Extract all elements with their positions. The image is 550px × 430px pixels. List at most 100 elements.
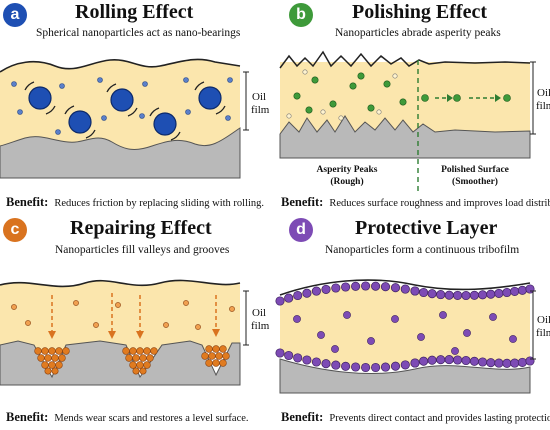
tribofilm-bead [461, 355, 471, 366]
tribofilm-bead [502, 287, 512, 298]
oil-film-label-line2: film [536, 100, 550, 112]
tribofilm-bead [510, 358, 520, 368]
panel-rolling-effect: Oil film a Rolling Effect Spherical nano… [0, 0, 275, 215]
tribofilm-bead [321, 284, 331, 294]
film-thickness-bracket [530, 290, 536, 360]
tribofilm-bead [380, 282, 391, 292]
oil-film-area [280, 284, 530, 370]
tribofilm-bead [400, 284, 410, 294]
tribofilm-bead [284, 350, 294, 361]
tribofilm-bead [486, 289, 496, 299]
protective-layer-figure: Oil film [275, 279, 550, 394]
oil-film-label-line2: film [251, 320, 270, 332]
tribofilm-bead [436, 355, 446, 365]
panel-title: Rolling Effect [75, 1, 194, 23]
benefit-row: Benefit: Prevents direct contact and prov… [281, 410, 550, 425]
panel-badge-a: a [3, 3, 27, 27]
tribofilm-bead [380, 362, 391, 372]
tribofilm-bead [486, 358, 496, 368]
suspended-particles [11, 300, 235, 330]
tribofilm-bead [427, 355, 437, 365]
top-asperity-line [279, 50, 531, 69]
panel-repairing-effect: Oil film c Repairing Effect Nanoparticle… [0, 215, 275, 430]
tribofilm-bead [302, 355, 312, 365]
bottom-surface [0, 127, 241, 179]
tribofilm-bead [371, 281, 381, 291]
tribofilm-bead [311, 357, 321, 367]
tribofilm-bead [478, 357, 488, 367]
abrasive-particles [293, 72, 511, 114]
tribofilm-bead [444, 290, 454, 300]
tribofilm-bead [361, 281, 371, 291]
panel-protective-layer: Oil film d Protective Layer Nanoparticle… [275, 215, 550, 430]
tribofilm-bead [351, 362, 361, 372]
tribofilm-bead [436, 290, 446, 300]
tribofilm-bead [400, 360, 410, 370]
top-surface-line [0, 58, 241, 73]
film-thickness-bracket [243, 290, 249, 346]
benefit-text: Mends wear scars and restores a level su… [54, 413, 249, 424]
tribofilm-bead [293, 353, 303, 363]
tribofilm-bead [275, 296, 285, 306]
tribofilm-bead [331, 360, 341, 370]
tribofilm-bead [494, 288, 504, 298]
tribofilm-bead [517, 285, 527, 295]
film-thickness-bracket [243, 71, 249, 131]
oil-film-label-line1: Oil [537, 314, 550, 326]
film-thickness-bracket [530, 61, 536, 135]
panel-polishing-effect: Oil film Asperity Peaks (Rough) Polished… [275, 0, 550, 215]
tribofilm-bead [331, 283, 341, 293]
tribofilm-bead [351, 281, 361, 291]
top-surface-line [279, 279, 531, 296]
benefit-text: Prevents direct contact and provides las… [329, 413, 550, 424]
tribofilm-bead [517, 357, 527, 367]
oil-film-label-line1: Oil [252, 91, 266, 103]
benefit-label: Benefit: [281, 410, 324, 424]
tribofilm-bead [502, 358, 512, 368]
polished-surface-caption: Polished Surface [441, 165, 509, 175]
polishing-effect-figure: Oil film Asperity Peaks (Rough) Polished… [279, 50, 550, 195]
panel-badge-c: c [3, 218, 27, 242]
panel-subtitle: Nanoparticles abrade asperity peaks [335, 27, 501, 39]
benefit-text: Reduces friction by replacing sliding wi… [54, 198, 265, 209]
tribofilm-bead [390, 283, 401, 293]
benefit-row: Benefit:Reduces surface roughness and im… [281, 195, 550, 210]
top-surface-line [0, 279, 241, 288]
tribofilm-bead [311, 286, 321, 296]
benefit-row: Benefit: Reduces friction by replacing sl… [6, 195, 264, 210]
arrow-heads [447, 94, 501, 102]
asperity-peaks-subcaption: (Rough) [330, 176, 363, 187]
tribofilm-bead [321, 359, 331, 369]
benefit-label: Benefit: [6, 195, 49, 209]
tribofilm-bead [453, 355, 463, 365]
asperity-peaks-caption: Asperity Peaks [317, 165, 378, 175]
bottom-surface [279, 358, 531, 394]
oil-film-label-line1: Oil [252, 307, 266, 319]
oil-film-area [0, 280, 240, 350]
tribofilm-bead [469, 356, 479, 366]
tribofilm-bead [302, 288, 312, 298]
tribofilm-bead [453, 290, 463, 300]
rotation-arrows [24, 81, 226, 141]
panel-title: Repairing Effect [70, 217, 212, 239]
filling-particles [34, 345, 230, 375]
benefit-row: Benefit: Mends wear scars and restores a … [6, 410, 249, 425]
tribofilm-bead [510, 286, 520, 296]
tribofilm-bead [410, 358, 420, 368]
tribofilm-bead [469, 290, 479, 300]
nano-bearing-particles [28, 86, 222, 136]
tribofilm-bead [341, 361, 351, 371]
panel-badge-b: b [289, 3, 313, 27]
tribofilm-bead [461, 290, 471, 301]
tribofilm-bead [371, 362, 381, 373]
repairing-effect-figure: Oil film [0, 279, 270, 386]
small-particles [11, 77, 233, 135]
tribofilm-bead [444, 355, 454, 365]
bottom-asperity-surface [279, 115, 531, 159]
tribofilm-bead [427, 289, 437, 299]
benefit-label: Benefit: [6, 410, 49, 424]
tribofilm-bead [390, 361, 401, 371]
tribofilm-bead [293, 290, 303, 301]
panel-subtitle: Nanoparticles form a continuous tribofil… [325, 244, 520, 256]
panel-subtitle: Nanoparticles fill valleys and grooves [55, 244, 230, 256]
